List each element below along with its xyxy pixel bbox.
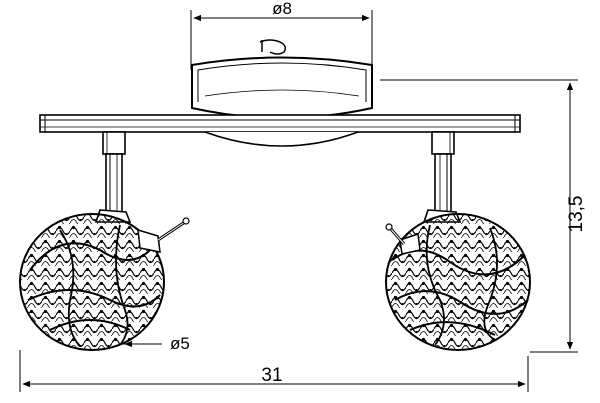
left-spot-pin	[137, 217, 190, 253]
mounting-bar	[39, 114, 521, 147]
dim-total-width: 31	[19, 350, 529, 392]
left-spot-shade	[19, 213, 165, 351]
dim-shade-diameter: ø5	[122, 334, 190, 353]
left-arm	[94, 131, 132, 223]
right-spot-shade	[385, 213, 531, 351]
dim-height: 13,5	[380, 79, 587, 353]
dim-mount-diameter: ø8	[190, 0, 373, 70]
dim-height-label: 13,5	[566, 196, 587, 233]
ceiling-canopy	[191, 39, 373, 119]
dim-mount-diameter-label: ø8	[272, 0, 292, 18]
right-spot-pin	[385, 223, 421, 255]
right-arm	[422, 131, 462, 223]
dim-total-width-label: 31	[261, 365, 282, 386]
dim-shade-diameter-label: ø5	[170, 334, 190, 353]
